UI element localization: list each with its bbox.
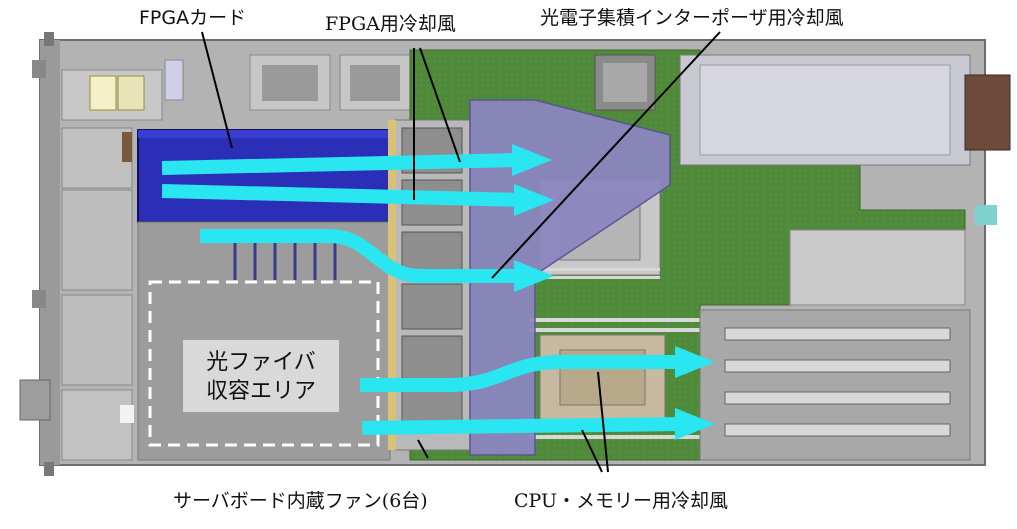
cpu-airflow-arrow-1 — [360, 346, 715, 392]
fiber-area-label-line2: 収容エリア — [206, 379, 316, 404]
interposer-cooling-label: 光電子集積インターポーザ用冷却風 — [540, 7, 844, 29]
callout-lines — [201, 31, 721, 473]
fpga-card-label: FPGAカード — [139, 7, 246, 29]
fpga-card-leader — [201, 31, 233, 149]
fpga-cooling-label: FPGA用冷却風 — [325, 13, 456, 35]
interposer-leader — [491, 31, 721, 279]
fiber-area: 光ファイバ 収容エリア — [148, 280, 380, 447]
server-fans-label: サーバボード内蔵ファン(6台) — [173, 490, 428, 512]
top-connectors — [249, 54, 411, 111]
fan-5 — [401, 335, 463, 382]
fpga-cooling-leader-2 — [419, 47, 461, 163]
riser-area — [679, 54, 1011, 461]
fan-leader — [417, 439, 429, 459]
cpu-leader-2 — [581, 429, 603, 473]
left-bays — [61, 59, 184, 461]
fpga-airflow-arrow-2 — [161, 184, 554, 216]
fpga-card — [137, 129, 391, 223]
fan-4 — [401, 283, 463, 330]
cpu-airflow-arrow-2 — [361, 408, 715, 440]
cpu-memory-cooling-label: CPU・メモリー用冷却風 — [514, 490, 728, 512]
interposer-airflow-arrow — [200, 229, 554, 292]
fiber-area-label-line1: 光ファイバ — [206, 350, 316, 375]
cpu-leader-1 — [597, 371, 609, 473]
